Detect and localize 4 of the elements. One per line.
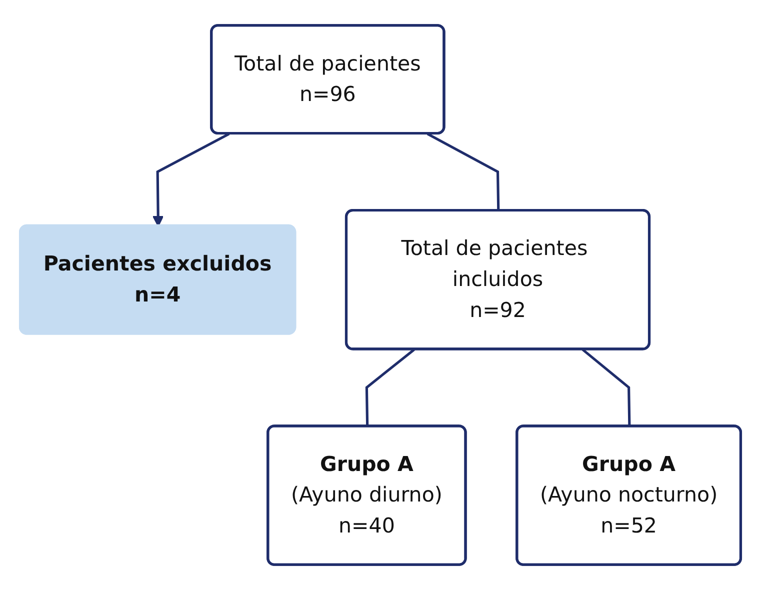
connector xyxy=(365,348,415,427)
connector xyxy=(426,132,500,211)
arrow xyxy=(152,132,230,227)
connector xyxy=(582,348,631,427)
